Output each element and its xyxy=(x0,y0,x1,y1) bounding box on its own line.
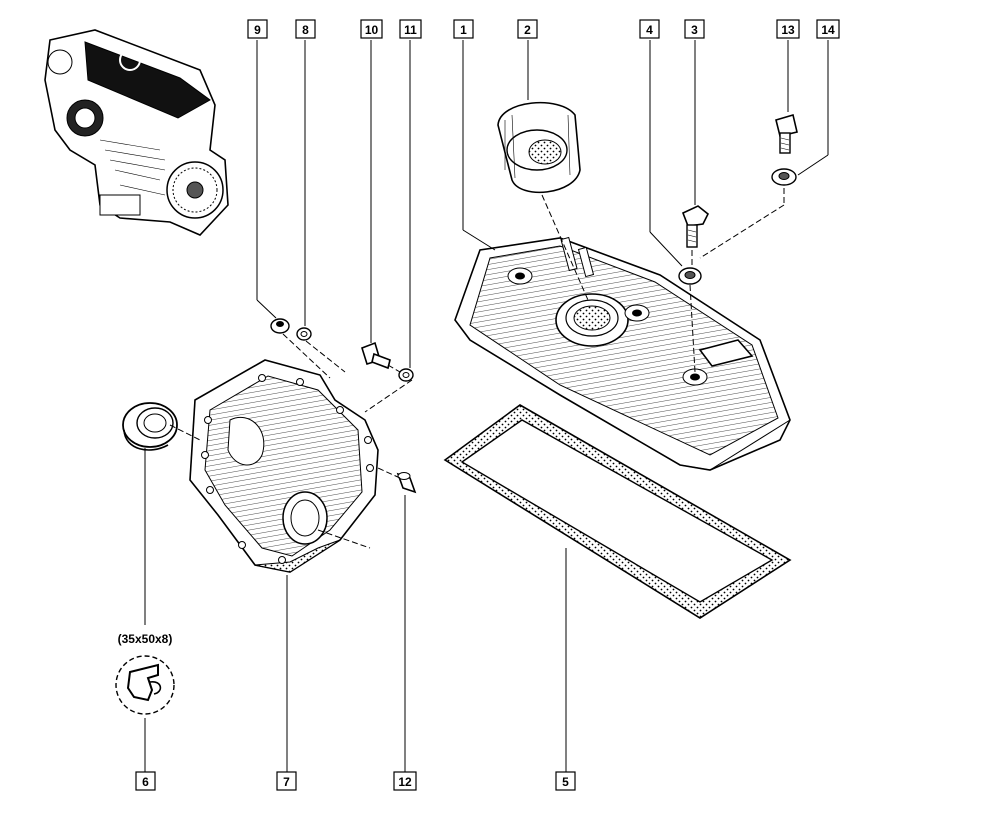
crankshaft-seal xyxy=(122,402,178,451)
callout-7: 7 xyxy=(276,771,297,791)
svg-text:3: 3 xyxy=(691,23,698,37)
callout-3: 3 xyxy=(684,19,705,39)
washer-4 xyxy=(678,267,702,285)
callout-6: 6 xyxy=(135,771,156,791)
bolt-10 xyxy=(361,341,391,370)
oil-filler-cap xyxy=(497,101,581,194)
valve-cover-gasket xyxy=(443,404,792,619)
svg-text:9: 9 xyxy=(254,23,261,37)
callout-11: 11 xyxy=(399,19,422,39)
bolt-13 xyxy=(775,113,798,154)
callout-8: 8 xyxy=(295,19,316,39)
washer-11 xyxy=(398,368,414,382)
callout-13: 13 xyxy=(776,19,800,39)
svg-text:4: 4 xyxy=(646,23,653,37)
svg-text:11: 11 xyxy=(404,23,417,37)
svg-text:13: 13 xyxy=(781,23,795,37)
callout-12: 12 xyxy=(393,771,417,791)
svg-text:5: 5 xyxy=(562,775,569,789)
callout-14: 14 xyxy=(816,19,840,39)
callout-2: 2 xyxy=(517,19,538,39)
washer-8 xyxy=(296,327,312,341)
seal-dimension-label: (35x50x8) xyxy=(118,632,173,646)
svg-text:10: 10 xyxy=(365,23,379,37)
leader-lines xyxy=(144,40,829,772)
seal-cross-section-detail xyxy=(115,655,175,715)
bolt-3 xyxy=(681,205,710,248)
svg-text:7: 7 xyxy=(283,775,290,789)
callout-9: 9 xyxy=(247,19,268,39)
timing-cover xyxy=(189,359,379,573)
callout-5: 5 xyxy=(555,771,576,791)
svg-text:12: 12 xyxy=(398,775,412,789)
engine-thumbnail xyxy=(44,29,229,236)
svg-text:1: 1 xyxy=(460,23,467,37)
callout-10: 10 xyxy=(360,19,383,39)
nut-9 xyxy=(270,318,290,334)
assembly-dashed-lines xyxy=(169,188,785,549)
valve-cover xyxy=(454,236,791,471)
callout-4: 4 xyxy=(639,19,660,39)
washer-14 xyxy=(771,168,797,186)
callout-1: 1 xyxy=(453,19,474,39)
svg-text:8: 8 xyxy=(302,23,309,37)
svg-text:6: 6 xyxy=(142,775,149,789)
svg-text:14: 14 xyxy=(821,23,835,37)
svg-text:2: 2 xyxy=(524,23,531,37)
dowel-pin-12 xyxy=(396,472,417,494)
